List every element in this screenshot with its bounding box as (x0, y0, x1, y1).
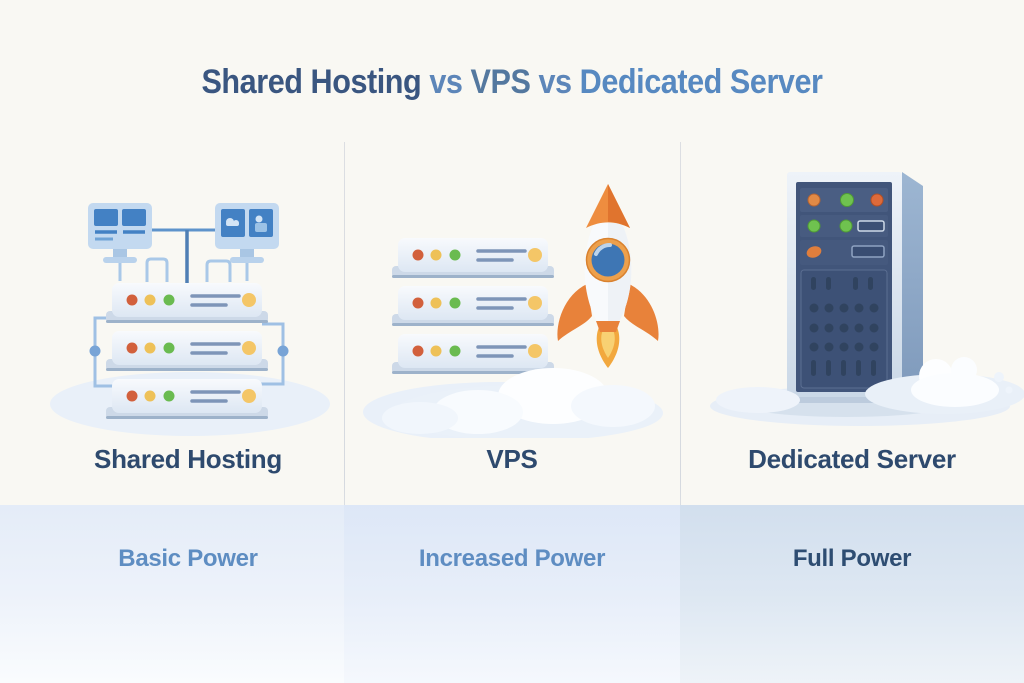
server-stack-icon (104, 281, 270, 421)
server-tower-icon (787, 172, 923, 403)
network-node-icon (89, 345, 101, 357)
dedicated-server-illustration (710, 172, 1024, 426)
power-band-dedicated: Full Power (680, 505, 1024, 683)
column-divider (680, 142, 681, 628)
title-dedicated-server: Dedicated Server (579, 63, 823, 101)
network-node-icon (277, 345, 289, 357)
column-divider (344, 142, 345, 628)
power-label-basic: Basic Power (118, 545, 258, 572)
column-name-vps: VPS (486, 444, 538, 474)
rocket-icon (557, 184, 659, 368)
vps-illustration (363, 184, 663, 438)
power-label-full: Full Power (792, 545, 912, 572)
page-title: Shared Hosting vs VPS vs Dedicated Serve… (51, 63, 973, 102)
monitor-icon (88, 203, 152, 263)
title-vs-1: vs (421, 63, 471, 101)
server-stack-icon (390, 236, 556, 376)
title-shared-hosting: Shared Hosting (201, 63, 422, 101)
cloud-icon (716, 357, 1024, 414)
monitor-icon (215, 203, 279, 263)
shared-hosting-illustration (50, 203, 330, 436)
column-name-dedicated-server: Dedicated Server (748, 444, 956, 474)
cloud-icon (382, 368, 663, 438)
cloud-icon (226, 215, 267, 232)
power-label-increased: Increased Power (418, 545, 606, 572)
power-band-shared-hosting: Basic Power (0, 505, 344, 683)
column-name-shared-hosting: Shared Hosting (94, 444, 282, 474)
title-vs-2: vs (530, 63, 580, 101)
power-band-vps: Increased Power (344, 505, 680, 683)
title-vps: VPS (470, 63, 531, 101)
